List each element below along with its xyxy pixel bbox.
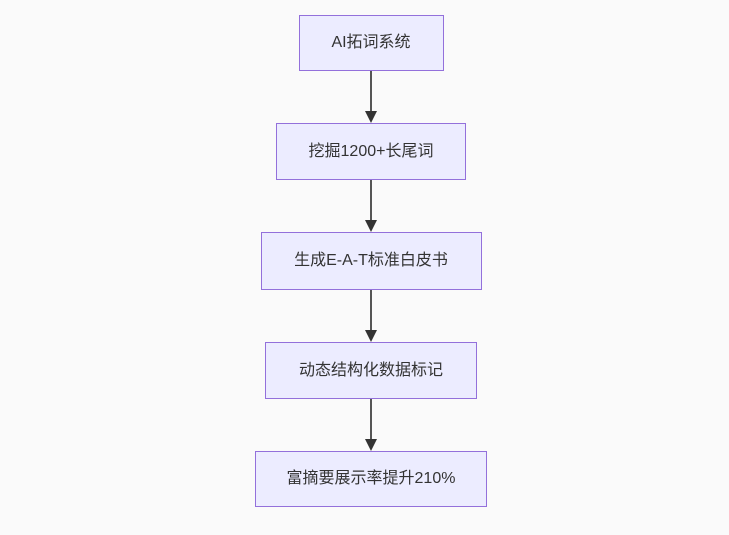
flowchart: AI拓词系统 挖掘1200+长尾词 生成E-A-T标准白皮书 动态结构化数据标记… (255, 15, 487, 507)
flow-node-longtail-keywords: 挖掘1200+长尾词 (276, 123, 466, 180)
arrow-line (370, 290, 372, 331)
flow-node-structured-data: 动态结构化数据标记 (265, 342, 477, 399)
flow-node-label: 生成E-A-T标准白皮书 (294, 252, 448, 269)
arrow-down-icon (365, 111, 377, 123)
arrow-line (370, 399, 372, 440)
arrow-connector-2 (365, 180, 377, 232)
arrow-down-icon (365, 330, 377, 342)
arrow-connector-3 (365, 290, 377, 342)
flow-node-label: AI拓词系统 (331, 34, 411, 51)
arrow-line (370, 180, 372, 221)
flow-node-label: 挖掘1200+长尾词 (308, 142, 434, 160)
arrow-down-icon (365, 439, 377, 451)
flow-node-eat-whitepaper: 生成E-A-T标准白皮书 (260, 232, 482, 290)
flow-node-ai-word-system: AI拓词系统 (298, 15, 444, 71)
arrow-connector-1 (365, 71, 377, 123)
arrow-down-icon (365, 220, 377, 232)
arrow-line (370, 71, 372, 112)
arrow-connector-4 (365, 399, 377, 451)
flow-node-label: 富摘要展示率提升210% (286, 470, 456, 487)
flow-node-label: 动态结构化数据标记 (298, 361, 443, 379)
flow-node-rich-snippet-result: 富摘要展示率提升210% (255, 451, 487, 507)
